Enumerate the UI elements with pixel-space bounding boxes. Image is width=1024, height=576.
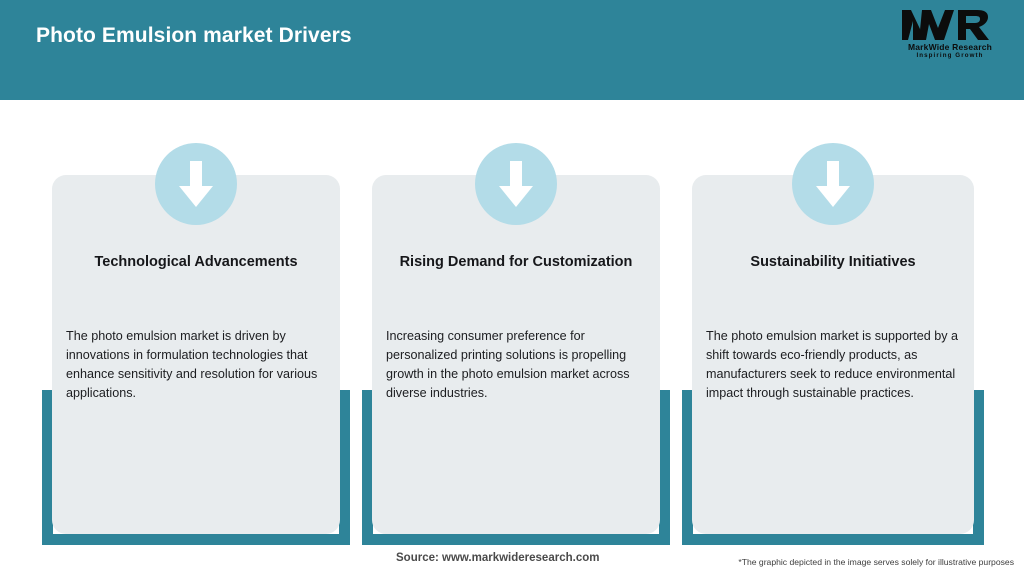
mwr-monogram-icon [902, 10, 989, 40]
down-arrow-badge [475, 143, 557, 225]
down-arrow-badge [792, 143, 874, 225]
card-frame-right [973, 390, 984, 545]
card-frame-left [42, 390, 53, 545]
driver-card-3[interactable]: Sustainability Initiatives The photo emu… [682, 0, 984, 576]
driver-card-1[interactable]: Technological Advancements The photo emu… [42, 0, 350, 576]
card-title: Technological Advancements [94, 254, 298, 270]
card-panel: Sustainability Initiatives The photo emu… [692, 175, 974, 534]
header-band: Photo Emulsion market Drivers MarkWide R… [0, 0, 1024, 100]
disclaimer-label: *The graphic depicted in the image serve… [738, 557, 1014, 567]
down-arrow-icon [179, 161, 213, 207]
card-frame-bottom [42, 534, 350, 545]
card-title: Rising Demand for Customization [399, 254, 633, 270]
card-frame-left [682, 390, 693, 545]
card-frame-bottom [682, 534, 984, 545]
page-title: Photo Emulsion market Drivers [36, 24, 352, 47]
card-frame-bottom [362, 534, 670, 545]
down-arrow-icon [499, 161, 533, 207]
card-title: Sustainability Initiatives [750, 254, 916, 270]
down-arrow-icon [816, 161, 850, 207]
card-frame-right [659, 390, 670, 545]
logo-tagline: Inspiring Growth [916, 52, 984, 59]
card-body: The photo emulsion market is supported b… [706, 329, 959, 400]
down-arrow-badge [155, 143, 237, 225]
card-body: The photo emulsion market is driven by i… [66, 329, 318, 400]
card-panel: Rising Demand for Customization Increasi… [372, 175, 660, 534]
card-panel: Technological Advancements The photo emu… [52, 175, 340, 534]
card-body: Increasing consumer preference for perso… [386, 329, 630, 400]
driver-card-2[interactable]: Rising Demand for Customization Increasi… [362, 0, 670, 576]
logo-company-name: MarkWide Research [907, 42, 993, 52]
brand-logo: MarkWide Research Inspiring Growth [894, 8, 1006, 64]
card-frame-left [362, 390, 373, 545]
source-label: Source: www.markwideresearch.com [396, 552, 600, 564]
card-frame-right [339, 390, 350, 545]
